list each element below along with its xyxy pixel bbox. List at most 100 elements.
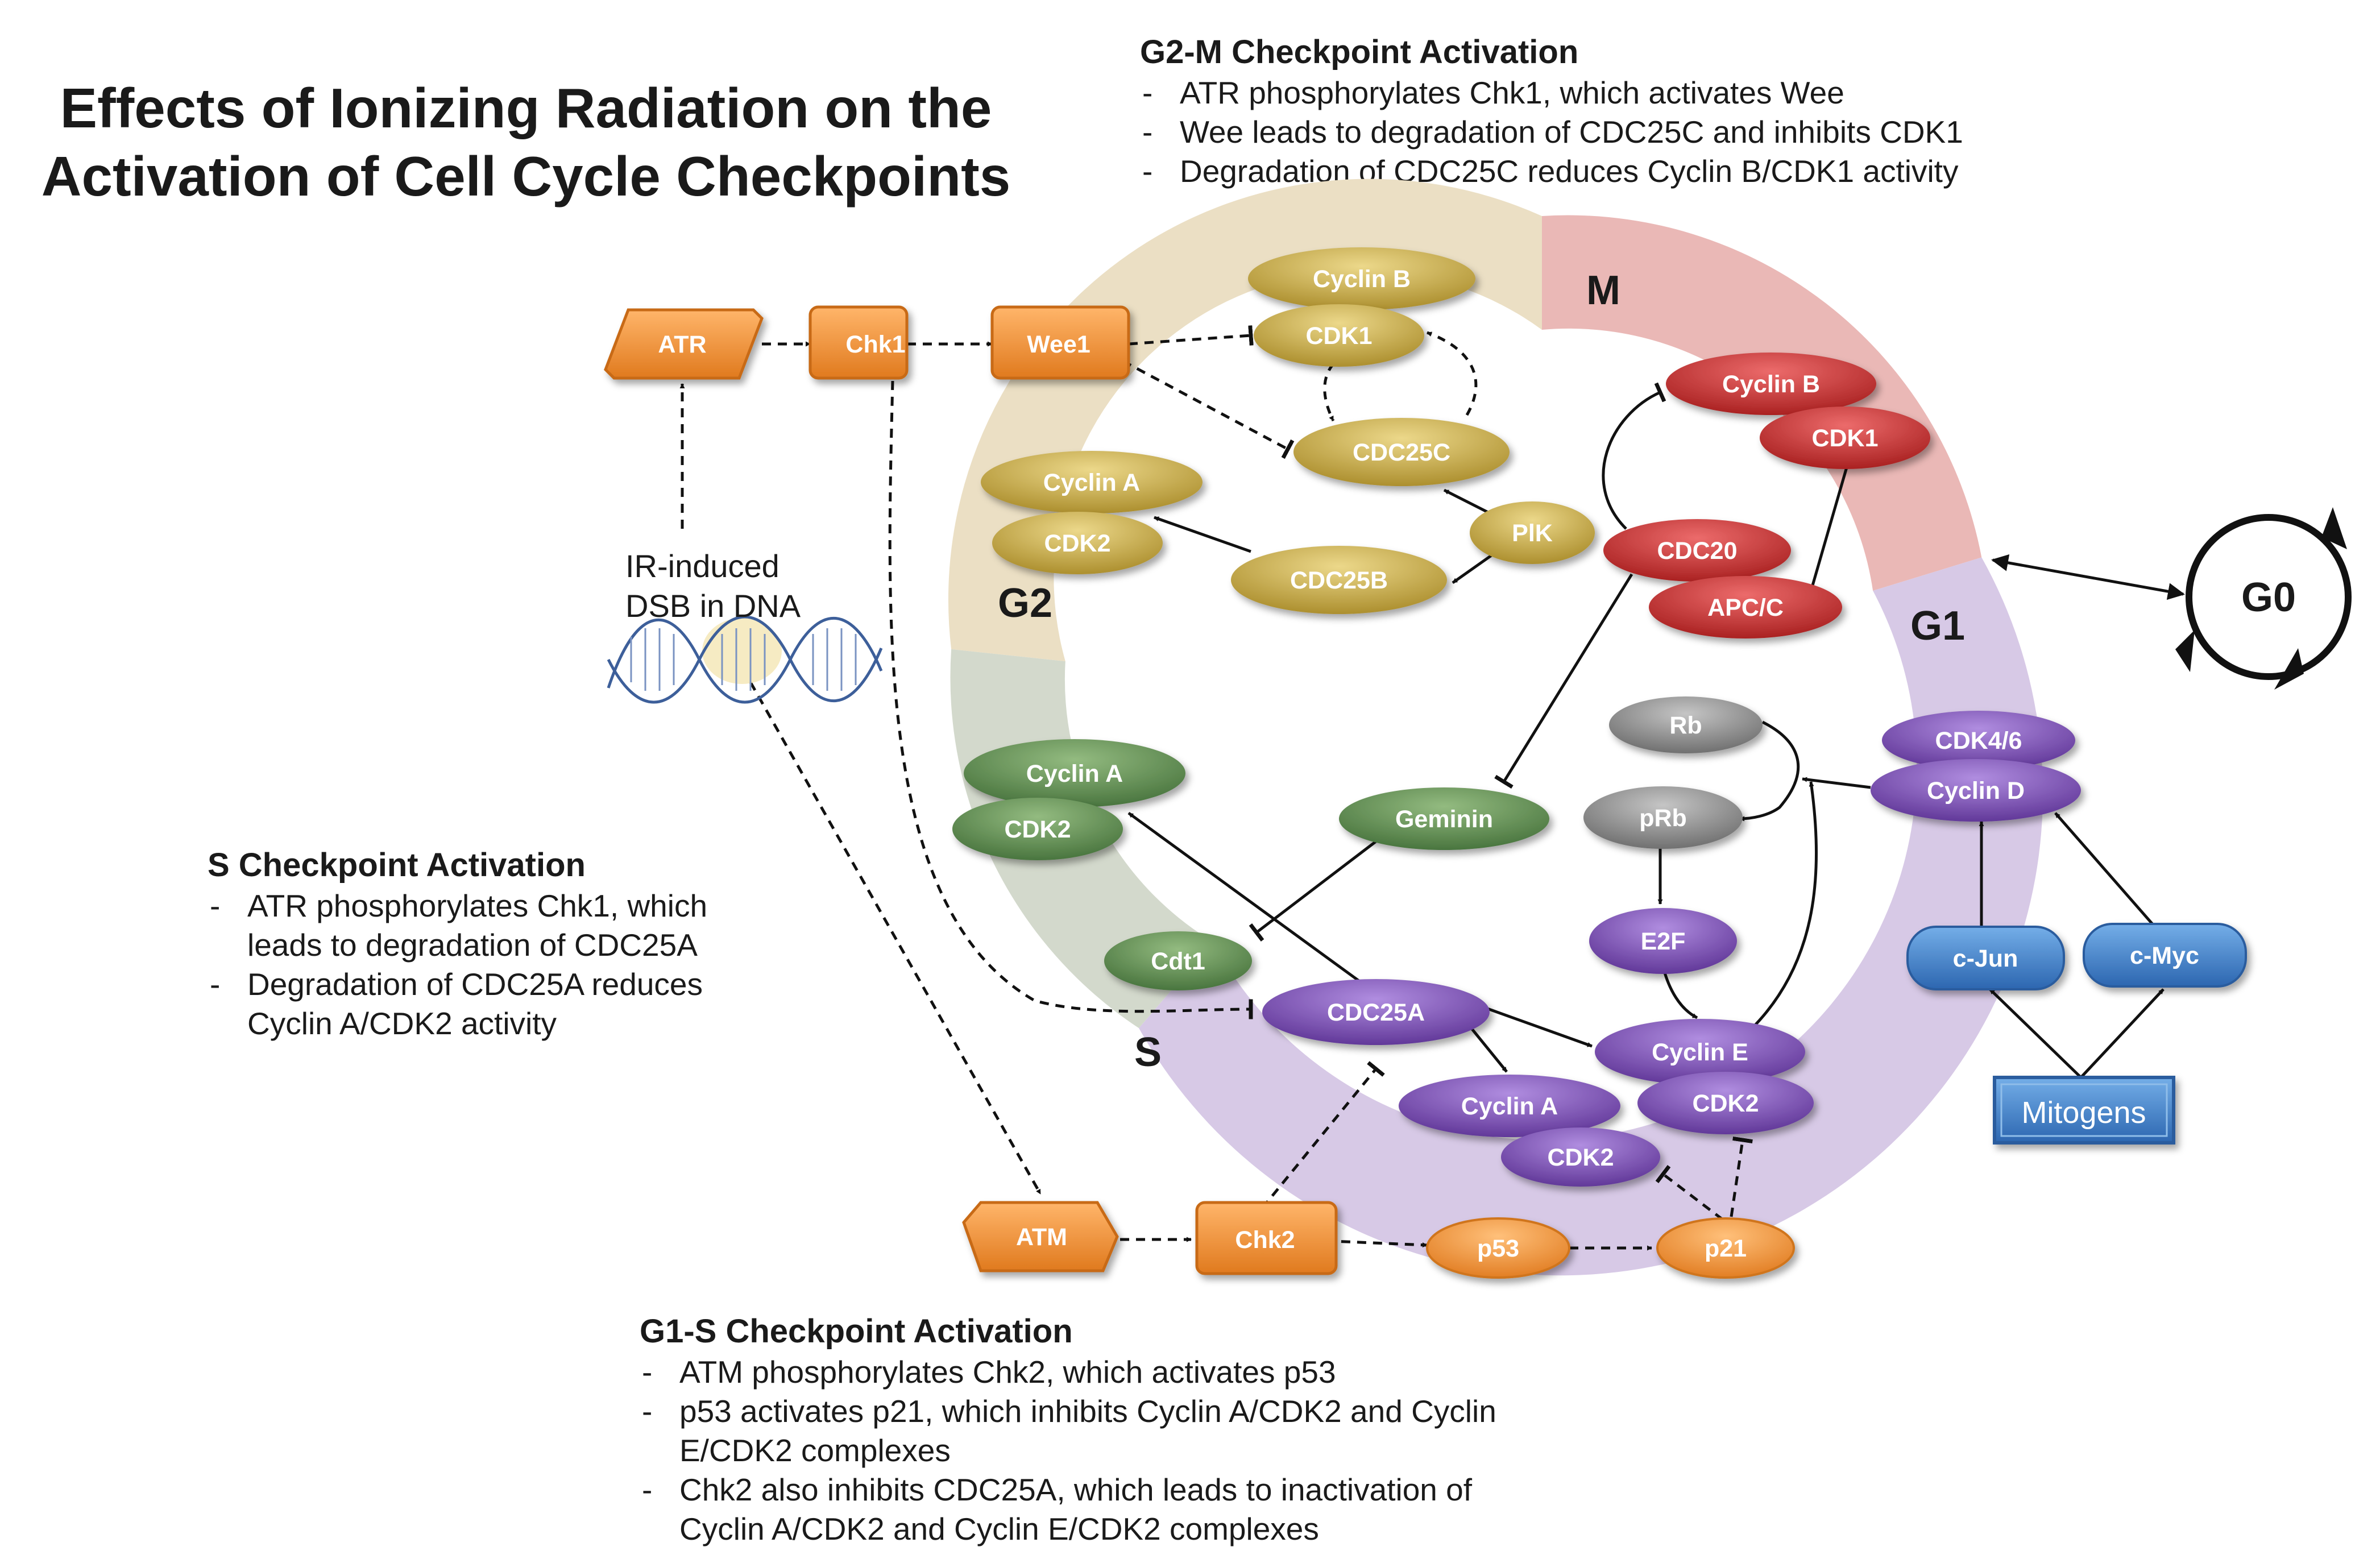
- g2m-note-item: Wee leads to degradation of CDC25C and i…: [1140, 113, 2078, 152]
- chk2-kinase: Chk2: [1195, 1201, 1338, 1275]
- mitogens-label: Mitogens: [2021, 1096, 2146, 1130]
- s-note-item: Degradation of CDC25A reduces Cyclin A/C…: [208, 965, 770, 1043]
- p53-label: p53: [1477, 1235, 1519, 1262]
- plk-label: PlK: [1512, 520, 1553, 547]
- cdc25c-to-cdk1-arrow: [1427, 331, 1478, 416]
- g1s-note-item: Chk2 also inhibits CDC25A, which leads t…: [640, 1470, 1549, 1549]
- cdc25b-to-cdk2-arrow: [1154, 516, 1251, 553]
- geminin-node: Geminin: [1339, 787, 1549, 850]
- chk2-label: Chk2: [1235, 1226, 1295, 1254]
- phase-label-g0: G0: [2241, 575, 2296, 620]
- p-cdk2a-node: CDK2: [1501, 1127, 1660, 1187]
- s-cyclin-a-node: Cyclin A: [964, 739, 1185, 807]
- wee1-inhibits-cdk1: [1128, 325, 1254, 346]
- g2-cyclin-a-node: Cyclin A: [981, 451, 1203, 513]
- g0-arrowhead: [2175, 630, 2195, 672]
- p-cyclin-a-label: Cyclin A: [1461, 1093, 1558, 1120]
- cdk46-label: CDK4/6: [1935, 727, 2022, 754]
- p21-inhibits-cyclin-a-cdk2: [1655, 1164, 1724, 1221]
- p-cyclin-a-node: Cyclin A: [1399, 1075, 1620, 1137]
- cdt1-label: Cdt1: [1151, 948, 1205, 975]
- g2m-note-item: ATR phosphorylates Chk1, which activates…: [1140, 73, 2078, 113]
- ring-segment-g2: [948, 179, 1542, 662]
- p-cdk2a-label: CDK2: [1547, 1144, 1614, 1171]
- phase-label-g1: G1: [1910, 603, 1965, 649]
- cjun-node: c-Jun: [1906, 926, 2065, 990]
- cdc25b-node: CDC25B: [1231, 546, 1447, 614]
- g2m-checkpoint-note: G2-M Checkpoint Activation ATR phosphory…: [1140, 31, 2078, 191]
- s-checkpoint-note: S Checkpoint Activation ATR phosphorylat…: [208, 844, 770, 1043]
- g1s-checkpoint-note: G1-S Checkpoint Activation ATM phosphory…: [640, 1311, 1549, 1549]
- cmyc-label: c-Myc: [2130, 942, 2199, 969]
- mitogens-to-cmyc-arrow: [2080, 988, 2165, 1079]
- s-note-item: ATR phosphorylates Chk1, which leads to …: [208, 886, 770, 965]
- g1s-note-item: p53 activates p21, which inhibits Cyclin…: [640, 1392, 1549, 1470]
- e2f-label: E2F: [1641, 928, 1686, 955]
- g2-cdk2-label: CDK2: [1044, 530, 1110, 557]
- atr-label: ATR: [658, 331, 706, 358]
- cyclin-d-label: Cyclin D: [1927, 777, 2025, 805]
- m-cyclin-b-label: Cyclin B: [1722, 371, 1820, 398]
- cyclin-d-to-prb-arrow: [1802, 777, 1871, 789]
- cdc25a-to-cdk2-arrow: [1127, 811, 1360, 982]
- apcc-node: APC/C: [1649, 576, 1842, 638]
- cdt1-node: Cdt1: [1104, 931, 1252, 990]
- p53-node: p53: [1426, 1217, 1570, 1279]
- prb-node: pRb: [1583, 786, 1743, 849]
- wee1-inhibits-cdc25c: [1122, 359, 1295, 459]
- dna-helix-icon: [607, 615, 883, 704]
- cmyc-node: c-Myc: [2083, 923, 2247, 988]
- cdc25c-label: CDC25C: [1353, 439, 1450, 466]
- s-cyclin-a-label: Cyclin A: [1026, 760, 1123, 787]
- atm-label: ATM: [1016, 1224, 1067, 1251]
- cdc20-label: CDC20: [1657, 537, 1738, 565]
- title-line-1: Effects of Ionizing Radiation on the: [60, 77, 992, 139]
- atr-kinase: ATR: [604, 308, 764, 380]
- phase-label-g2: G2: [998, 581, 1052, 626]
- g1s-note-item: ATM phosphorylates Chk2, which activates…: [640, 1353, 1549, 1392]
- g0-arrowhead: [2274, 648, 2304, 690]
- m-cdk1-label: CDK1: [1811, 425, 1878, 452]
- rb-node: Rb: [1609, 696, 1763, 753]
- dsb-to-atm-arrow: [749, 681, 1042, 1195]
- g1s-note-heading: G1-S Checkpoint Activation: [640, 1313, 1073, 1350]
- chk1-label: Chk1: [845, 331, 905, 358]
- dsb-label-line-1: IR-induced: [625, 548, 779, 584]
- p21-inhibits-cyclin-e-cdk2: [1730, 1136, 1753, 1217]
- geminin-label: Geminin: [1395, 806, 1493, 833]
- apcc-label: APC/C: [1707, 594, 1784, 621]
- p-cdk2e-node: CDK2: [1637, 1072, 1814, 1134]
- p21-label: p21: [1705, 1235, 1747, 1262]
- plk-node: PlK: [1470, 501, 1595, 564]
- cdk1-to-apcc-arrow: [1809, 463, 1850, 592]
- g2m-cyclin-b-node: Cyclin B: [1248, 247, 1475, 310]
- g2m-cdk1-label: CDK1: [1305, 322, 1372, 350]
- p-cdk2e-label: CDK2: [1692, 1090, 1759, 1117]
- ring-segment-g1: [1139, 557, 2043, 1276]
- cdc20-inhibits-geminin: [1494, 573, 1633, 789]
- ring-segment-m: [1542, 215, 1982, 591]
- g2m-cdk1-node: CDK1: [1254, 304, 1424, 367]
- cdc25a-to-cyclin-e-arrow: [1481, 1005, 1593, 1048]
- phase-label-m: M: [1586, 268, 1620, 313]
- cdk46-node: CDK4/6: [1882, 711, 2075, 770]
- geminin-inhibits-cdt1: [1249, 840, 1377, 942]
- wee1-kinase: Wee1: [990, 305, 1130, 380]
- g0-arrowhead: [2321, 507, 2347, 549]
- cdc25a-label: CDC25A: [1327, 999, 1425, 1026]
- g1-g0-arrow: [1991, 554, 2185, 600]
- plk-to-cdc25c-arrow: [1443, 488, 1494, 516]
- g0-cycle: G0: [2175, 507, 2352, 690]
- p21-node: p21: [1656, 1217, 1795, 1279]
- cdc25a-to-cyclin-a-arrow: [1469, 1025, 1508, 1073]
- title-line-2: Activation of Cell Cycle Checkpoints: [41, 145, 1011, 208]
- s-cdk2-node: CDK2: [952, 798, 1123, 860]
- rb-label: Rb: [1669, 712, 1702, 739]
- e2f-node: E2F: [1589, 908, 1737, 974]
- g2m-note-item: Degradation of CDC25C reduces Cyclin B/C…: [1140, 152, 2078, 191]
- m-cyclin-b-node: Cyclin B: [1666, 353, 1876, 415]
- page-title: Effects of Ionizing Radiation on the Act…: [0, 74, 1052, 210]
- s-cdk2-label: CDK2: [1004, 816, 1071, 843]
- g2m-note-heading: G2-M Checkpoint Activation: [1140, 34, 1579, 71]
- cjun-label: c-Jun: [1953, 945, 2018, 972]
